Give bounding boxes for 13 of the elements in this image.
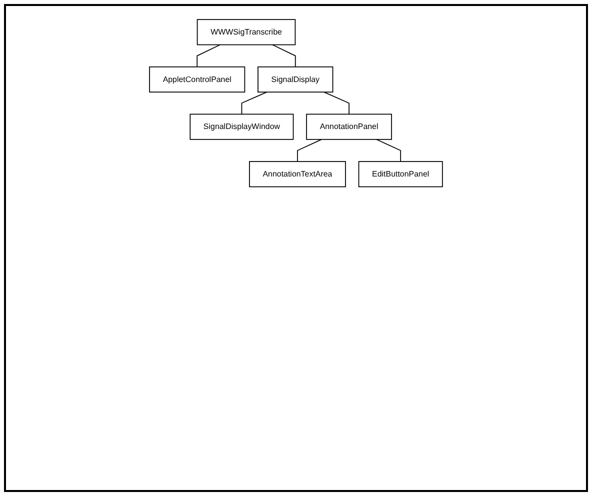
connector [376,138,402,162]
node-box [249,161,346,188]
node-box [306,114,392,140]
node-box [196,19,296,46]
connector [241,92,268,115]
node-box [258,66,334,93]
node-box [149,66,246,93]
connector [196,44,221,68]
node-box [190,114,294,140]
connector [324,92,350,115]
node-box [358,161,443,188]
connector [272,44,296,68]
connector [297,138,322,162]
